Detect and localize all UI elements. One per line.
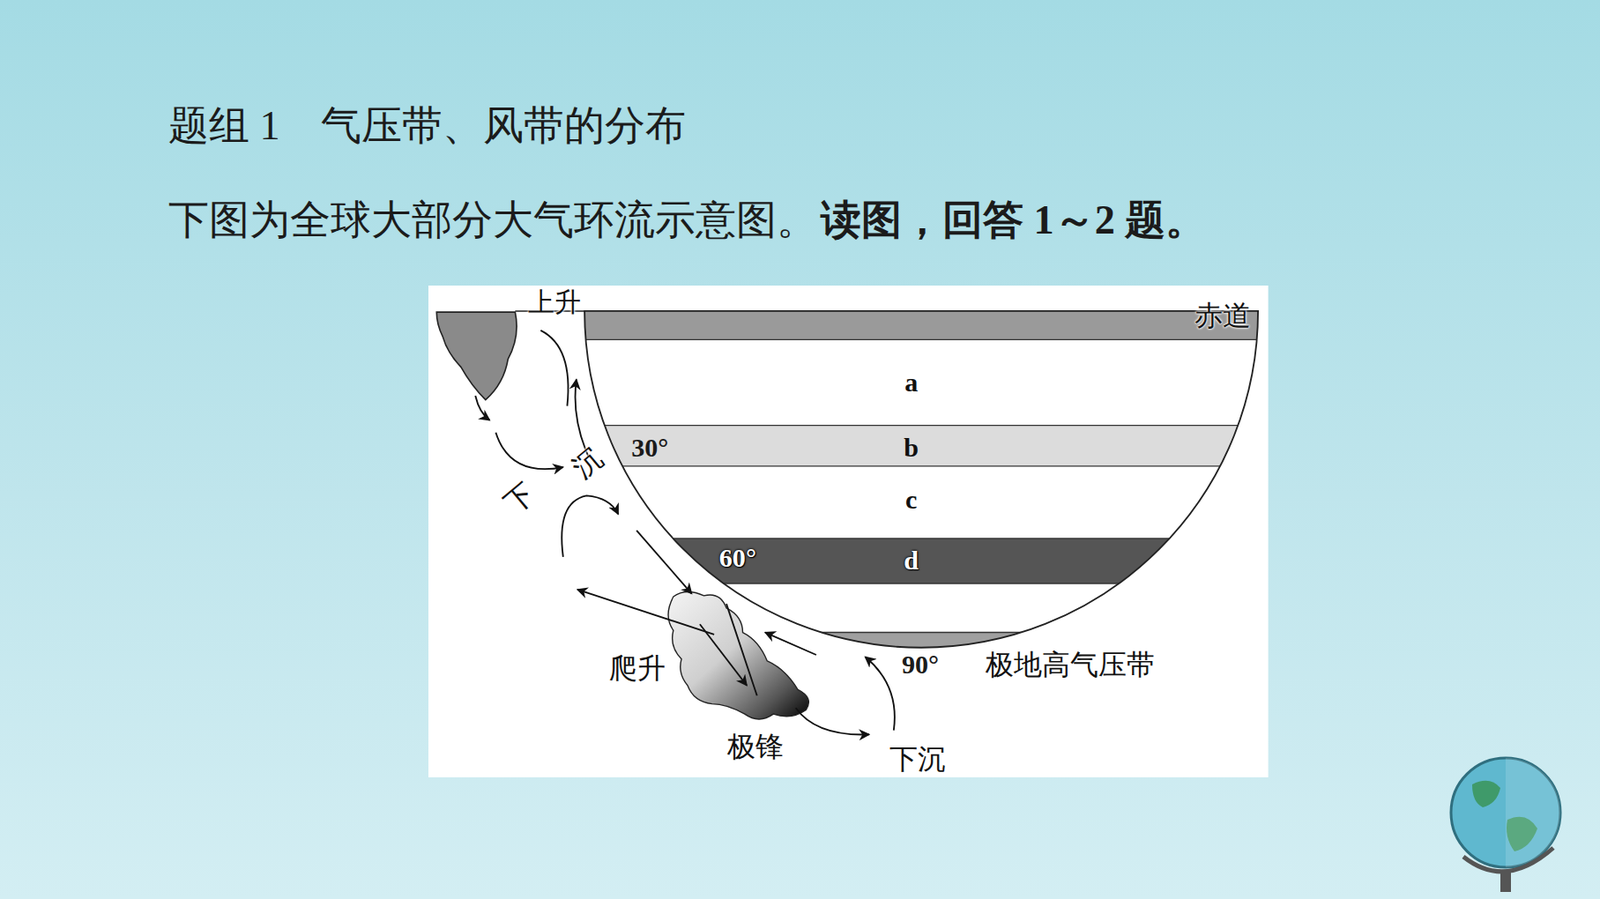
- latitude-label: 90°: [900, 649, 941, 681]
- intro-text: 下图为全球大部分大气环流示意图。: [168, 196, 818, 244]
- rising-label: 上升: [528, 287, 581, 319]
- band-letter: a: [901, 367, 921, 399]
- latitude-label: 30°: [631, 432, 669, 464]
- band-label: d: [903, 545, 919, 577]
- pressure-belt-label: 极地高气压带: [985, 648, 1155, 682]
- section-heading: 题组 1 气压带、风带的分布: [168, 102, 686, 149]
- question-text: 读图，回答 1～2 题。: [820, 196, 1206, 244]
- sinking-label: 下沉: [889, 743, 946, 776]
- polar-front-label: 极锋: [727, 730, 784, 764]
- band-letter: b: [900, 432, 922, 464]
- band-label: b: [903, 432, 919, 464]
- latitude-label: 60°: [719, 543, 757, 574]
- band-label: 赤道: [1194, 299, 1251, 333]
- band-letter: c: [902, 484, 920, 516]
- band-label: c: [905, 484, 917, 516]
- globe-icon: [1445, 749, 1570, 899]
- band-label: a: [904, 367, 918, 399]
- band-letter: d: [900, 545, 922, 577]
- climbing-label: 爬升: [609, 652, 666, 685]
- circulation-illustration: [428, 285, 1269, 778]
- equator-band: 赤道: [1191, 299, 1254, 333]
